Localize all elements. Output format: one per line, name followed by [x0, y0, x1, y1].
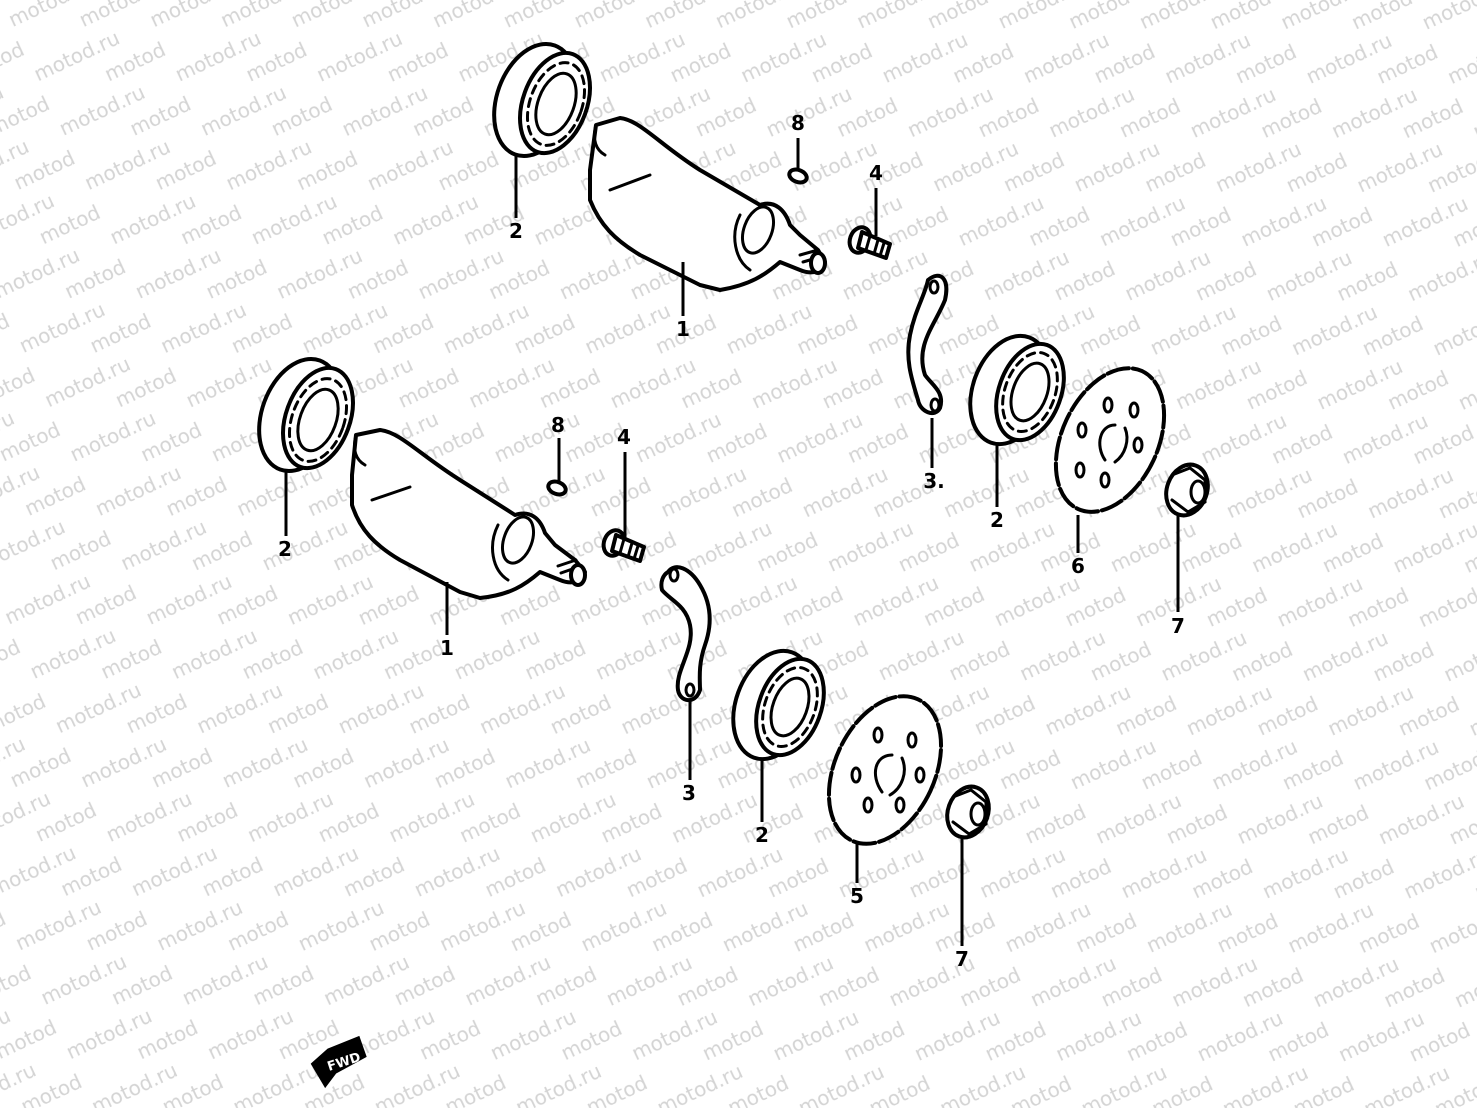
bolt-icon[interactable]	[846, 224, 892, 260]
callout-8: 8	[791, 111, 805, 135]
key-icon[interactable]	[546, 479, 568, 497]
callout-4: 4	[869, 161, 883, 185]
bolt-icon[interactable]	[600, 527, 646, 563]
upper-balancer-assembly	[479, 33, 892, 316]
callout-6: 6	[1071, 554, 1085, 578]
callout-3: 3	[682, 781, 696, 805]
callout-3: 3.	[923, 469, 945, 493]
bearing-icon[interactable]	[244, 348, 365, 483]
callout-1: 1	[440, 636, 454, 660]
balancer-shaft-icon[interactable]	[350, 428, 587, 600]
lower-right-parts	[659, 565, 995, 946]
callout-2: 2	[509, 219, 523, 243]
fwd-arrow-icon: FWD	[310, 1035, 367, 1089]
callout-1: 1	[676, 317, 690, 341]
callout-5: 5	[850, 884, 864, 908]
callout-2: 2	[755, 823, 769, 847]
bearing-icon[interactable]	[719, 640, 836, 771]
callout-4: 4	[617, 425, 631, 449]
nut-icon[interactable]	[940, 781, 995, 844]
balancer-shaft-icon[interactable]	[588, 116, 827, 292]
bearing-icon[interactable]	[479, 33, 602, 168]
callout-2: 2	[278, 537, 292, 561]
plate-icon[interactable]	[906, 273, 949, 416]
bearing-icon[interactable]	[956, 325, 1076, 456]
gear-icon[interactable]	[807, 678, 964, 862]
key-icon[interactable]	[787, 167, 809, 185]
gear-icon[interactable]	[1034, 351, 1185, 529]
callout-2: 2	[990, 508, 1004, 532]
nut-icon[interactable]	[1159, 459, 1214, 522]
plate-icon[interactable]	[659, 565, 712, 703]
callout-8: 8	[551, 413, 565, 437]
upper-right-parts	[906, 273, 1214, 612]
lower-balancer-assembly	[244, 348, 646, 635]
callout-7: 7	[1171, 614, 1185, 638]
callout-labels: 2 1 8 4 3. 2 6 7 2 1 8 4 3 2 5 7	[278, 111, 1185, 971]
callout-7: 7	[955, 947, 969, 971]
